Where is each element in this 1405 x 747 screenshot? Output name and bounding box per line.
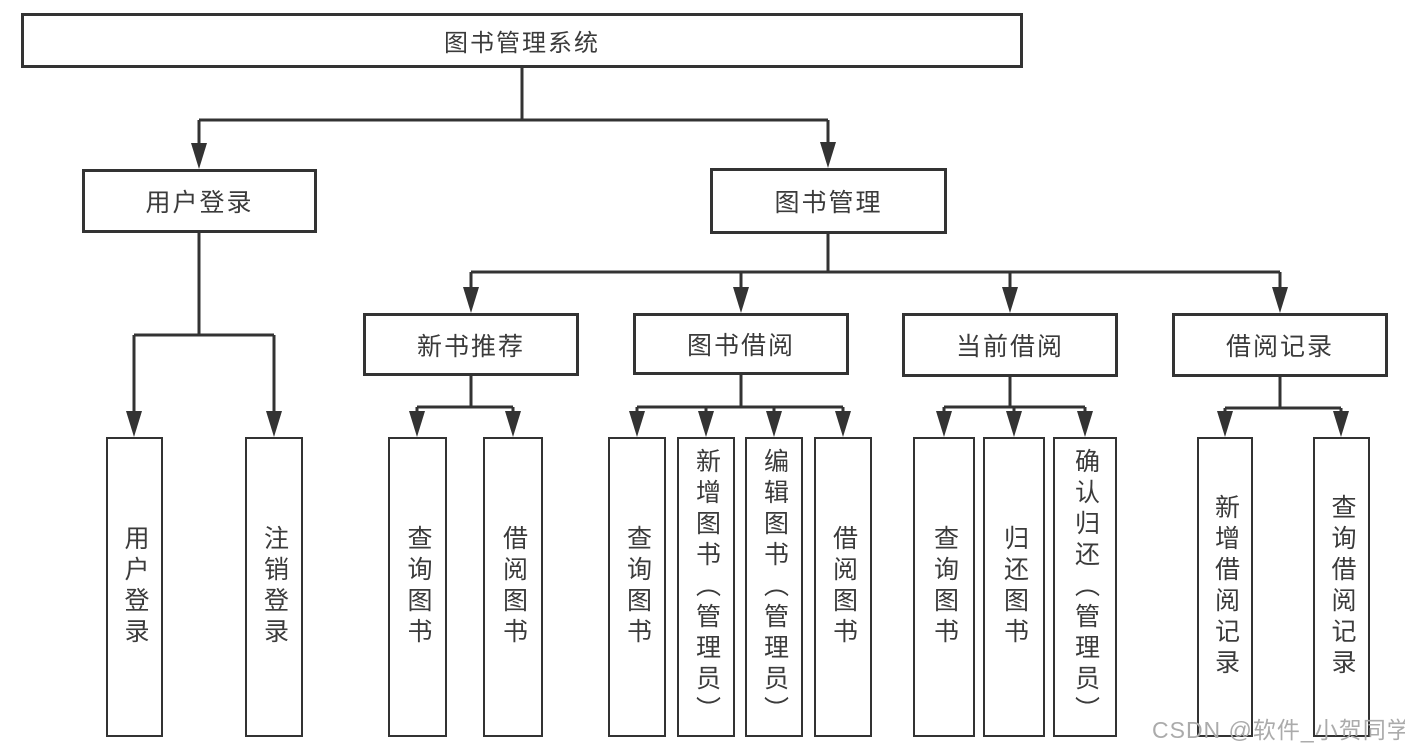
- leaf-add-books-admin: 新增图书（管理员）: [677, 437, 735, 737]
- node-book-management: 图书管理: [710, 168, 947, 234]
- leaf-user-login-label: 用户登录: [121, 525, 149, 649]
- leaf-edit-books-admin: 编辑图书（管理员）: [745, 437, 803, 737]
- leaf-query-books-borrow-label: 查询图书: [623, 525, 652, 649]
- node-new-book-recommend-label: 新书推荐: [416, 332, 525, 361]
- leaf-edit-books-admin-label: 编辑图书（管理员）: [760, 447, 789, 727]
- node-book-borrow: 图书借阅: [633, 313, 849, 375]
- node-borrow-records-label: 借阅记录: [1225, 333, 1334, 361]
- leaf-confirm-return-admin: 确认归还（管理员）: [1053, 437, 1117, 737]
- leaf-query-borrow-record: 查询借阅记录: [1313, 437, 1370, 737]
- leaf-return-books: 归还图书: [983, 437, 1045, 737]
- leaf-add-books-admin-label: 新增图书（管理员）: [692, 447, 721, 727]
- node-borrow-records: 借阅记录: [1172, 313, 1388, 377]
- node-book-management-label: 图书管理: [774, 189, 883, 217]
- leaf-add-borrow-record-label: 新增借阅记录: [1211, 494, 1240, 680]
- leaf-borrow-books: 借阅图书: [814, 437, 872, 737]
- leaf-borrow-books-label: 借阅图书: [829, 525, 858, 649]
- node-user-login-label: 用户登录: [145, 189, 254, 217]
- node-user-login: 用户登录: [82, 169, 317, 233]
- leaf-query-books-borrow: 查询图书: [608, 437, 666, 737]
- node-library-system: 图书管理系统: [21, 13, 1023, 68]
- leaf-return-books-label: 归还图书: [1000, 525, 1029, 649]
- leaf-query-books-current: 查询图书: [913, 437, 975, 737]
- node-library-system-label: 图书管理系统: [444, 30, 600, 57]
- leaf-query-books-recommend: 查询图书: [388, 437, 447, 737]
- leaf-query-borrow-record-label: 查询借阅记录: [1328, 494, 1356, 680]
- node-book-borrow-label: 图书借阅: [686, 332, 795, 360]
- leaf-user-login: 用户登录: [106, 437, 163, 737]
- leaf-query-books-recommend-label: 查询图书: [404, 525, 432, 649]
- node-current-borrow-label: 当前借阅: [955, 333, 1064, 361]
- leaf-query-books-current-label: 查询图书: [930, 525, 959, 649]
- watermark: CSDN @软件_小贺同学: [1152, 717, 1405, 743]
- leaf-borrow-books-recommend: 借阅图书: [483, 437, 543, 737]
- arrowheads: [126, 142, 1349, 437]
- leaf-confirm-return-admin-label: 确认归还（管理员）: [1071, 447, 1100, 727]
- leaf-add-borrow-record: 新增借阅记录: [1197, 437, 1253, 737]
- node-new-book-recommend: 新书推荐: [363, 313, 579, 376]
- leaf-borrow-books-recommend-label: 借阅图书: [499, 525, 528, 649]
- node-current-borrow: 当前借阅: [902, 313, 1118, 377]
- leaf-logout-label: 注销登录: [260, 525, 289, 649]
- leaf-logout: 注销登录: [245, 437, 303, 737]
